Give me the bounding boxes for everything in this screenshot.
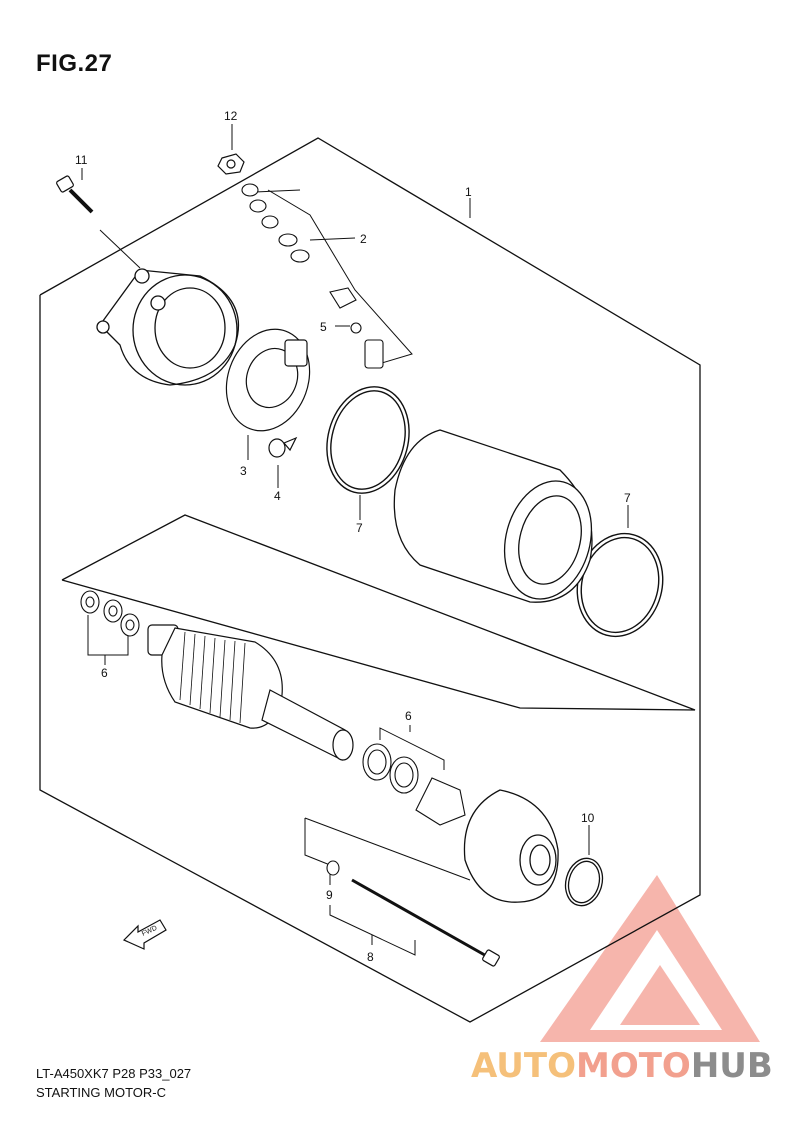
spring-part-4: [268, 436, 298, 458]
watermark-triangle: [540, 875, 760, 1042]
motor-yoke: [393, 429, 593, 603]
diagram-name: STARTING MOTOR-C: [36, 1085, 166, 1100]
front-housing: [463, 789, 559, 903]
callout-6a: 6: [101, 666, 108, 680]
assembly-frame: [39, 137, 701, 1023]
callout-4: 4: [274, 489, 281, 503]
armature: [147, 624, 354, 761]
callout-6b: 6: [405, 709, 412, 723]
watermark-text-auto: AUTO: [471, 1046, 576, 1086]
callout-5: 5: [320, 320, 327, 334]
through-bolt-part-8: [351, 878, 500, 967]
figure-title: FIG.27: [36, 50, 113, 77]
bolt-part-11: [56, 175, 94, 214]
diagram-code: LT-A450XK7 P28 P33_027: [36, 1066, 192, 1081]
callout-11: 11: [75, 153, 88, 167]
callout-7b: 7: [624, 491, 631, 505]
callout-7a: 7: [356, 521, 363, 535]
watermark-text-moto: MOTO: [575, 1046, 691, 1086]
callout-9: 9: [326, 888, 333, 902]
o-ring-part-7a: [326, 386, 410, 494]
washer-part-9: [326, 860, 340, 876]
watermark-text-hub: HUB: [690, 1046, 773, 1086]
callout-10: 10: [581, 811, 595, 825]
shims-part-6b: [362, 743, 466, 826]
leader-lines: [81, 124, 629, 956]
o-ring-part-10: [564, 857, 604, 907]
callout-3: 3: [240, 464, 247, 478]
watermark-logo: AUTOMOTOHUB: [471, 1049, 773, 1083]
brush-plate-part-3: [225, 328, 311, 432]
callout-8: 8: [367, 950, 374, 964]
fwd-arrow: FWD: [122, 919, 167, 950]
shims-part-6a: [80, 590, 140, 637]
callout-1: 1: [465, 185, 472, 199]
nut-part-12: [217, 153, 245, 175]
callout-labels: 1 2 3 4 5 6 6 7 7 8 9 10 11 12: [75, 109, 631, 964]
washer-stack-part-2: [241, 183, 384, 369]
rear-housing: [96, 268, 240, 386]
callout-12: 12: [224, 109, 238, 123]
callout-2: 2: [360, 232, 367, 246]
